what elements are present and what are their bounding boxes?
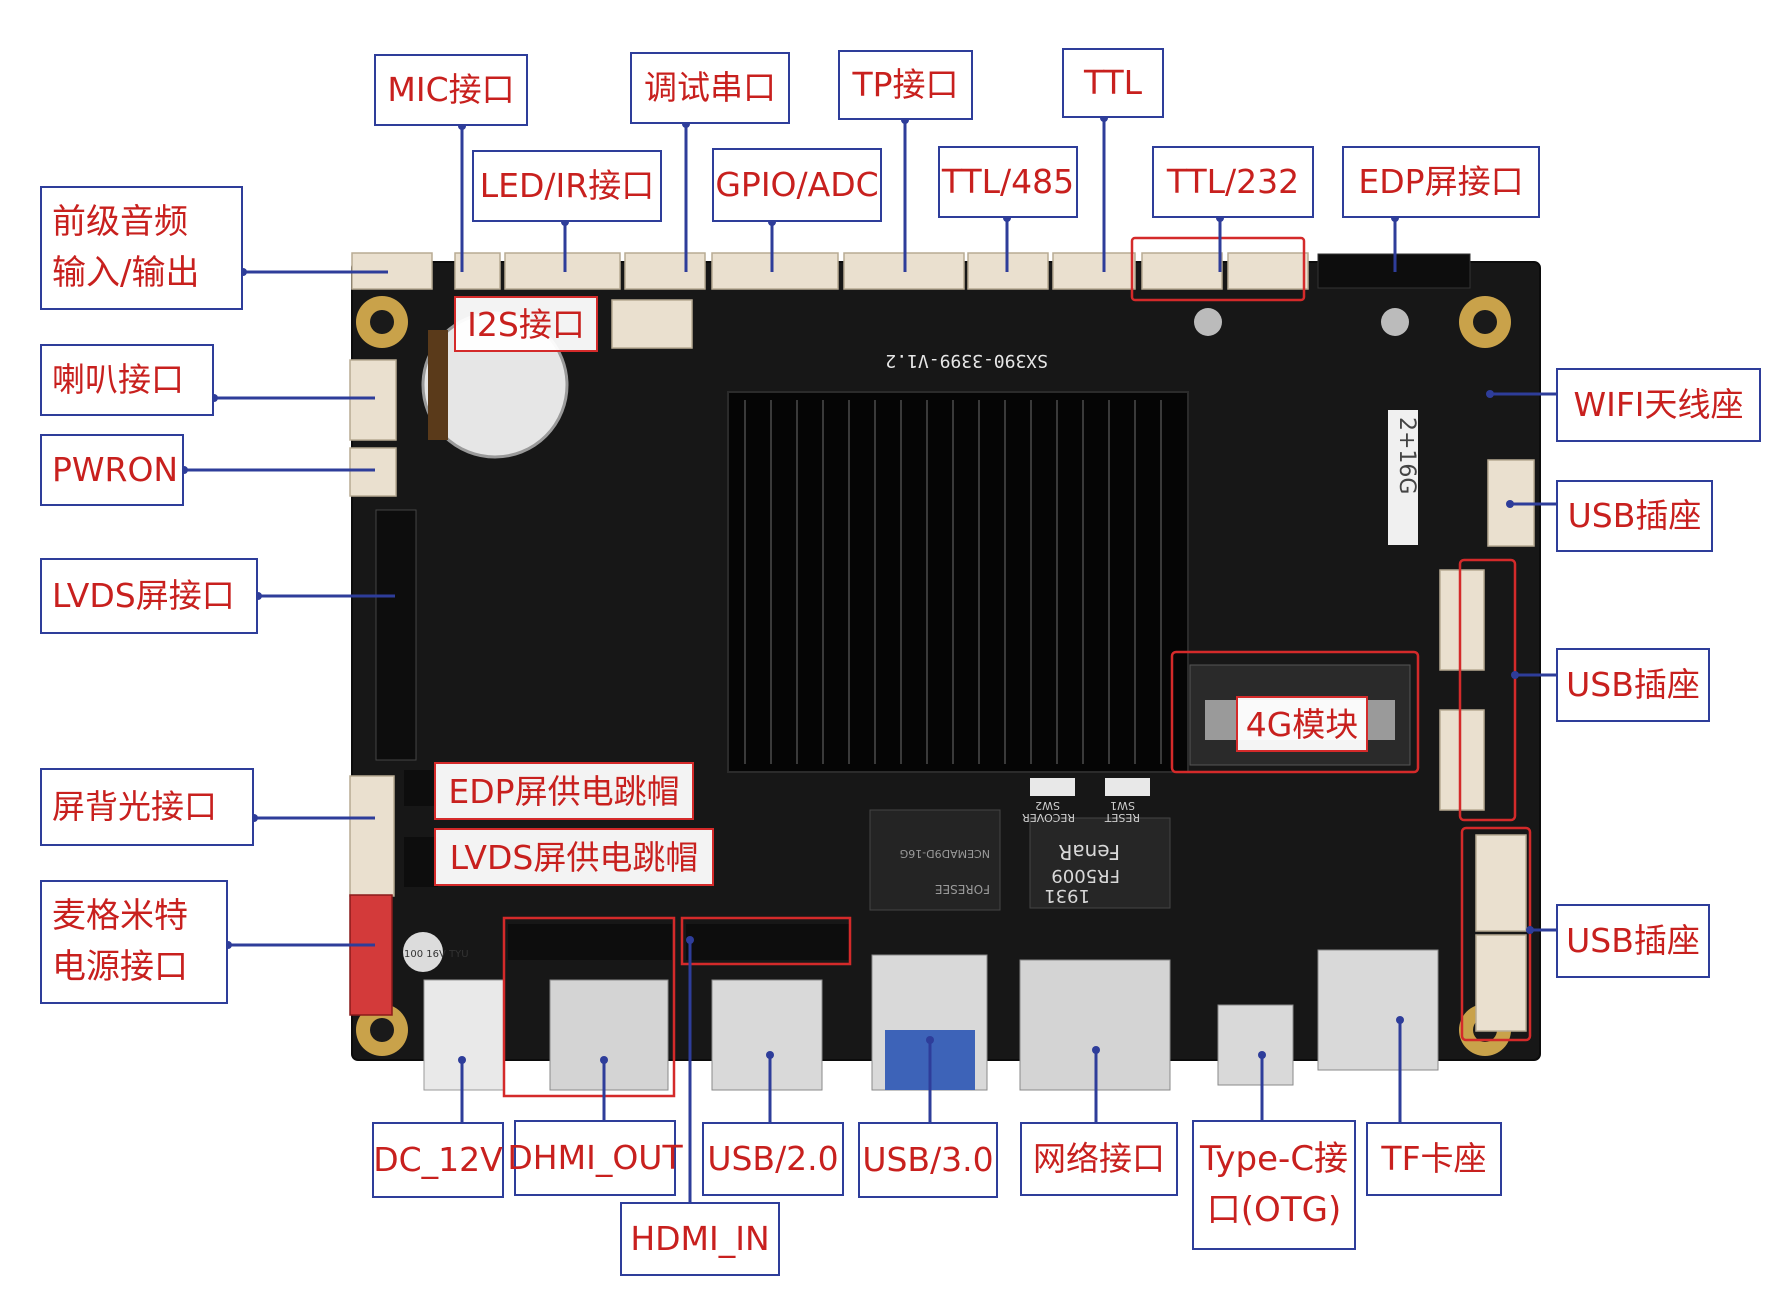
callout-lvds: LVDS屏接口 <box>40 558 258 634</box>
sw1-text: SW1 <box>1110 799 1135 812</box>
leader-usb-socket-1-end <box>1506 500 1514 508</box>
callout-usb20: USB/2.0 <box>702 1122 844 1196</box>
recover-text: RECOVER <box>1022 811 1075 824</box>
callout-mic: MIC接口 <box>374 54 528 126</box>
callout-usb-socket-1: USB插座 <box>1556 480 1713 552</box>
callout-led-ir: LED/IR接口 <box>472 150 662 222</box>
callout-typec-line2: 口(OTG) <box>1206 1190 1342 1230</box>
callout-speaker: 喇叭接口 <box>40 344 214 416</box>
leader-usb30-end <box>926 1036 934 1044</box>
leader-hdmi-out-end <box>600 1056 608 1064</box>
tag-lvds-jumper: LVDS屏供电跳帽 <box>434 828 714 886</box>
leader-usb-socket-3-end <box>1526 926 1534 934</box>
reset-text: RESET <box>1104 811 1140 824</box>
leader-tf-end <box>1396 1016 1404 1024</box>
sw2-text: SW2 <box>1035 799 1060 812</box>
leader-hdmi-in-end <box>686 936 694 944</box>
tag-i2s: I2S接口 <box>454 296 598 352</box>
leader-dc12v-end <box>458 1056 466 1064</box>
board-model-text: SX390-3399-V1.2 <box>885 350 1048 371</box>
callout-molex-power: 麦格米特 电源接口 <box>40 880 228 1004</box>
leader-typec-end <box>1258 1051 1266 1059</box>
callout-gpio-adc: GPIO/ADC <box>712 148 882 222</box>
callout-audio-io-line1: 前级音频 <box>52 202 188 242</box>
leader-wifi-end <box>1486 390 1494 398</box>
lan-model-text: FR5009 <box>1051 865 1120 886</box>
callout-backlight: 屏背光接口 <box>40 768 254 846</box>
callout-debug-uart: 调试串口 <box>630 52 790 124</box>
tag-4g-module: 4G模块 <box>1236 696 1368 752</box>
callout-ttl232: TTL/232 <box>1152 146 1314 218</box>
lan-transformer <box>1029 817 1171 909</box>
callout-edp: EDP屏接口 <box>1342 146 1540 218</box>
memory-tag-text: 2+16G <box>1394 417 1419 494</box>
lvds-pin-header <box>375 509 417 761</box>
bottom-connectors <box>423 924 1439 1091</box>
molex-power-connector <box>349 894 393 1016</box>
leader-usb-socket-2-end <box>1511 671 1519 679</box>
leader-network-end <box>1092 1046 1100 1054</box>
callout-molex-power-line2: 电源接口 <box>52 947 188 987</box>
lan-year-text: 1931 <box>1044 885 1090 906</box>
callout-audio-io: 前级音频 输入/输出 <box>40 186 243 310</box>
callout-pwron: PWRON <box>40 434 184 506</box>
emmc-chip <box>869 809 1001 911</box>
callout-ttl: TTL <box>1062 48 1164 118</box>
leader-lines <box>184 118 1556 1202</box>
tag-edp-jumper: EDP屏供电跳帽 <box>434 762 694 820</box>
callout-usb-socket-2: USB插座 <box>1556 648 1710 722</box>
leader-usb20-end <box>766 1051 774 1059</box>
callout-typec-line1: Type-C接 <box>1199 1139 1349 1179</box>
chip-code-text: NCEMAD9D-16G <box>900 847 990 860</box>
callout-usb30: USB/3.0 <box>858 1122 998 1198</box>
capacitor-text: 100 16V TYU <box>404 949 469 960</box>
callout-network: 网络接口 <box>1020 1122 1178 1196</box>
callout-hdmi-in: HDMI_IN <box>620 1202 780 1276</box>
lan-brand-text: FenaR <box>1058 840 1120 864</box>
callout-ttl485: TTL/485 <box>938 146 1078 218</box>
callout-hdmi-out: DHMI_OUT <box>507 1120 683 1196</box>
chip-brand-text: FORESEE <box>935 882 990 896</box>
callout-tf: TF卡座 <box>1366 1122 1502 1196</box>
callout-usb-socket-3: USB插座 <box>1556 904 1710 978</box>
callout-tp: TP接口 <box>838 50 973 120</box>
heatsink <box>727 391 1189 773</box>
callout-dc12v: DC_12V <box>372 1122 504 1198</box>
callout-molex-power-line1: 麦格米特 <box>52 896 188 936</box>
callout-audio-io-line2: 输入/输出 <box>52 253 200 293</box>
callout-wifi: WIFI天线座 <box>1556 368 1761 442</box>
callout-typec: Type-C接 口(OTG) <box>1192 1120 1356 1250</box>
left-connectors <box>349 359 397 897</box>
